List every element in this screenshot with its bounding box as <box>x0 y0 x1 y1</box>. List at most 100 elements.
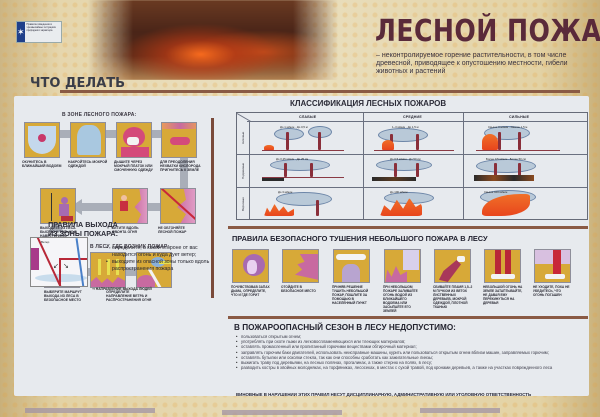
safe-step-tile-move-away <box>282 249 319 283</box>
safe-step-caption: При небольшом пожаре заливайте огонь вод… <box>383 285 418 313</box>
exit-rule-item: выходите из опасной зоны только вдоль ра… <box>106 259 210 272</box>
safe-step-tile-smell-smoke <box>232 249 269 283</box>
footer-strip <box>25 408 155 413</box>
safe-step-caption: Приняв решение тушить небольшой пожар, п… <box>332 285 369 305</box>
safe-step-tile-beat-flame <box>434 249 471 283</box>
legend-text: НАПРАВЛЕНИЕ ВЫХОДА ЛЮДЕЙ <box>95 287 152 291</box>
cell-crown-weak: До 3 м/мин <box>250 188 363 220</box>
safe-step-caption: Сбивайте пламя 1,5–2 м пучком из веток л… <box>433 285 473 309</box>
step-tile-crawl <box>161 122 197 158</box>
safe-step-tile-check-extinguished <box>534 249 571 283</box>
grid-diagonal <box>236 113 252 122</box>
column-header-strong: СИЛЬНЫЕ <box>509 115 530 119</box>
fire-season-item: разводить костры в хвойных молодняках, н… <box>236 365 588 370</box>
zone-heading: В ЗОНЕ ЛЕСНОГО ПОЖАРА: <box>62 112 137 118</box>
forest-fire-photo <box>88 0 338 80</box>
exit-arrow-icon: ↙ <box>53 263 59 270</box>
cell-note: Свыше 3 м/мин · Свыше 1,5 м <box>488 125 528 129</box>
classification-table: СЛАБЫЕ СРЕДНИЕ СИЛЬНЫЕ Низовые Подземные… <box>236 112 588 220</box>
step-caption: Выберите маршрут выхода из леса в безопа… <box>44 290 82 302</box>
row-header-underground: Подземные <box>241 162 245 180</box>
exit-rule-item: определите, в какой стороне от вас наход… <box>106 245 210 258</box>
classification-title: КЛАССИФИКАЦИЯ ЛЕСНЫХ ПОЖАРОВ <box>290 99 447 108</box>
cell-note: До 3 м/мин <box>278 190 293 194</box>
safe-step-caption: Не уходите, пока не убедитесь, что огонь… <box>533 285 570 297</box>
step-tile-exit-windward <box>40 188 76 224</box>
safe-step-tile-send-for-help <box>333 249 370 283</box>
row-header-surface: Низовые <box>241 131 245 145</box>
exit-rules-title-line1: ПРАВИЛА ВЫХОДА <box>48 220 118 229</box>
column-divider <box>211 118 214 298</box>
step-tile-swim <box>24 122 60 158</box>
exit-rules-title: ПРАВИЛА ВЫХОДА ИЗ ЗОНЫ ПОЖАРА: <box>48 220 118 238</box>
cell-note: Свыше 100 м/мин <box>484 190 508 194</box>
step-caption: Окунитесь в ближайший водоем <box>22 160 62 168</box>
cell-surface-strong: Свыше 3 м/мин · Свыше 1,5 м <box>464 122 588 154</box>
cell-note: До 0,25 м/мин · До 25 см <box>276 157 309 161</box>
safe-step-caption: Почувствовав запах дыма, определите, что… <box>231 285 270 297</box>
safe-extinguish-title: ПРАВИЛА БЕЗОПАСНОГО ТУШЕНИЯ НЕБОЛЬШОГО П… <box>232 234 488 243</box>
safe-step-tile-water-soil <box>384 249 421 283</box>
step-caption: Для преодоления нехватки кислорода пригн… <box>160 160 201 172</box>
step-caption: Не обгоняйте лесной пожар <box>158 226 187 234</box>
step-tile-wet-cloth <box>70 122 106 158</box>
emergency-ministry-logo: ✶ Правила поведения в чрезвычайных ситуа… <box>16 21 62 43</box>
cell-note: До 0,5 м/мин · До 50 см <box>390 157 421 161</box>
divider <box>60 90 580 93</box>
step-caption: Накройтесь мокрой одеждой <box>68 160 108 168</box>
wind-label: Ветер <box>41 240 50 244</box>
column-header-weak: СЛАБЫЕ <box>299 115 317 119</box>
cell-note: До 100 м/мин <box>390 190 408 194</box>
water-zone <box>35 274 87 282</box>
legend-arrow-icon: ➞ <box>92 287 96 291</box>
column-header-medium: СРЕДНИЕ <box>403 115 422 119</box>
cell-note: 1–3 м/мин · До 1,5 м <box>392 125 419 129</box>
grid-line <box>237 187 587 188</box>
step-tile-no-overtake <box>160 188 196 224</box>
fire-season-item: оставлять промасленный или пропитанный г… <box>236 344 588 349</box>
fire-season-list: пользоваться открытым огнем; употреблять… <box>236 334 588 371</box>
exit-map-diagram: Ветер ↙ ↘ <box>30 237 88 287</box>
cell-surface-medium: 1–3 м/мин · До 1,5 м <box>364 122 463 154</box>
poster-title: ЛЕСНОЙ ПОЖАР <box>375 14 600 49</box>
fire-season-item: употреблять при охоте пыжи из легковоспл… <box>236 339 588 344</box>
step-caption: Определите направление ветра и распростр… <box>106 290 152 302</box>
cell-underground-weak: До 0,25 м/мин · До 25 см <box>250 155 363 187</box>
exit-rules-list: определите, в какой стороне от вас наход… <box>106 245 210 273</box>
cell-crown-medium: До 100 м/мин <box>364 188 463 220</box>
cell-note: До 1 м/мин · До 0,5 м <box>280 125 308 129</box>
grid-line <box>237 154 587 155</box>
fire-season-item: оставлять бутылки или осколки стекла, та… <box>236 355 588 360</box>
footer-strip <box>222 410 342 415</box>
fire-season-title: В ПОЖАРООПАСНЫЙ СЕЗОН В ЛЕСУ НЕДОПУСТИМО… <box>234 323 456 332</box>
footer-strip <box>420 408 500 413</box>
grid-line <box>247 121 587 122</box>
divider <box>228 316 588 319</box>
safe-step-tile-stamp-fire <box>484 249 521 283</box>
grid-line <box>249 121 250 219</box>
road-line <box>59 258 87 260</box>
fire-zone <box>31 248 39 270</box>
step-tile-breathe <box>116 122 152 158</box>
step-tile-run-along-fire <box>112 188 148 224</box>
grid-line <box>363 113 364 219</box>
map-legend: ➞ НАПРАВЛЕНИЕ ВЫХОДА ЛЮДЕЙ <box>92 287 152 291</box>
logo-text: Правила поведения в чрезвычайных ситуаци… <box>26 23 56 32</box>
flow-connector <box>180 140 188 190</box>
poster-subtitle: – неконтролируемое горение растительност… <box>376 52 568 75</box>
cell-underground-medium: До 0,5 м/мин · До 50 см <box>364 155 463 187</box>
liability-warning: ВИНОВНЫЕ В НАРУШЕНИИ ЭТИХ ПРАВИЛ НЕСУТ Д… <box>236 392 532 397</box>
star-emblem-icon: ✶ <box>17 22 25 42</box>
cell-note: Более 0,5 м/мин · Более 50 см <box>486 157 526 161</box>
step-caption: Дышите через мокрый платок или смоченную… <box>114 160 153 172</box>
exit-rules-title-line2: ИЗ ЗОНЫ ПОЖАРА: <box>48 229 118 238</box>
safe-step-caption: Отойдите в безопасное место <box>281 285 316 293</box>
fire-season-item: пользоваться открытым огнем; <box>236 334 588 339</box>
row-header-crown: Верховые <box>241 197 245 211</box>
cell-crown-strong: Свыше 100 м/мин <box>464 188 588 220</box>
grid-line <box>463 113 464 219</box>
divider <box>228 226 588 229</box>
fire-season-item: заправлять горючим баки двигателей, испо… <box>236 350 588 355</box>
section-title-what-to-do: ЧТО ДЕЛАТЬ <box>30 76 126 91</box>
